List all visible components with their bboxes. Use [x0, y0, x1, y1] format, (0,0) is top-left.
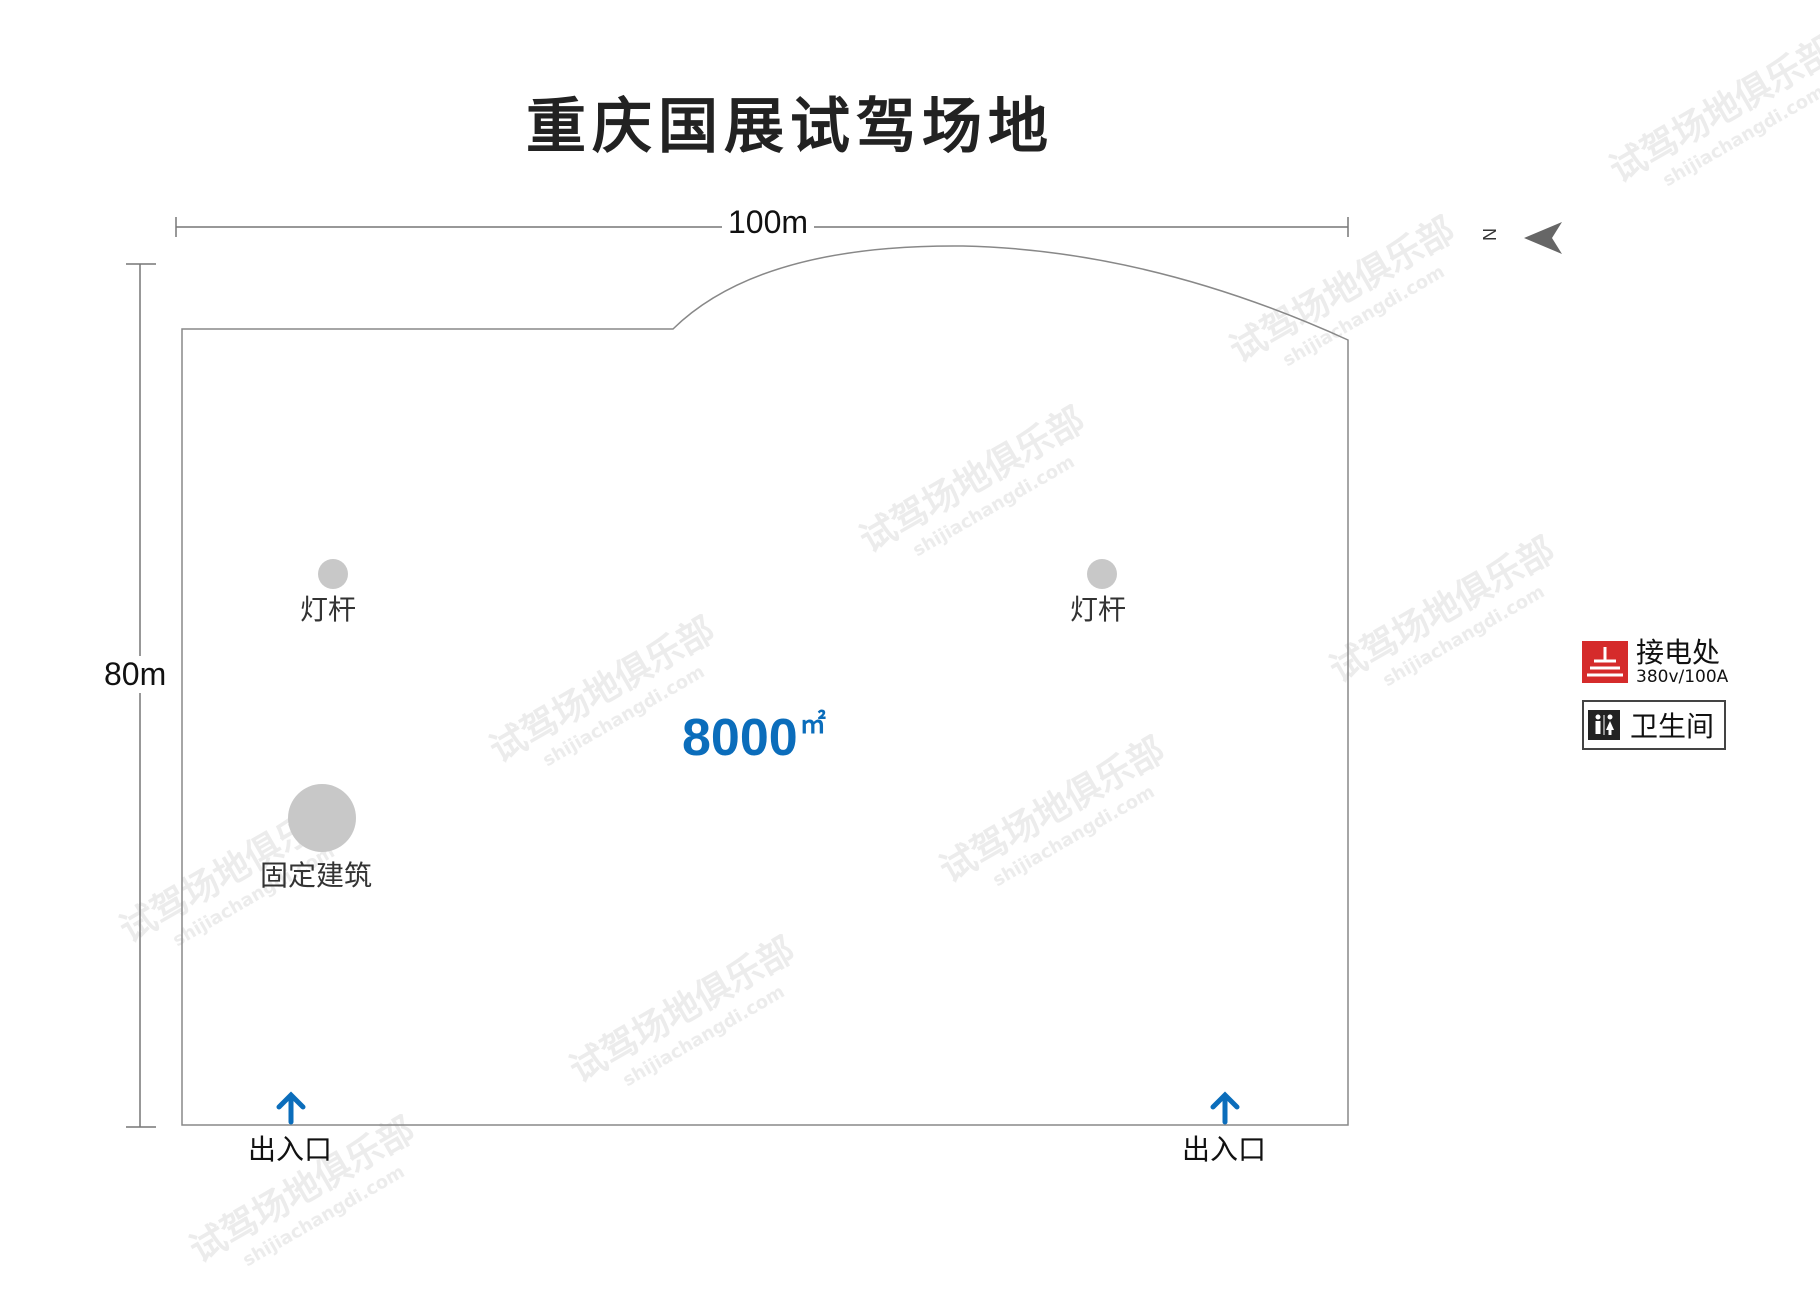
area-label: 8000㎡ — [682, 709, 826, 767]
building-label: 固定建筑 — [260, 859, 373, 892]
legend-restroom: 卫生间 — [1582, 700, 1727, 750]
building-marker — [288, 784, 356, 852]
north-letter: N — [1479, 228, 1499, 241]
exit-arrow-icon — [1210, 1091, 1240, 1125]
power-outlet-icon — [1582, 641, 1628, 683]
light-pole-marker — [1087, 559, 1117, 589]
exit-label: 出入口 — [248, 1133, 333, 1166]
light-pole-label: 灯杆 — [300, 593, 357, 626]
light-pole-label: 灯杆 — [1070, 593, 1127, 626]
restroom-icon — [1588, 710, 1620, 740]
power-label: 接电处 — [1636, 636, 1721, 669]
exit-label: 出入口 — [1182, 1133, 1267, 1166]
power-spec: 380v/100A — [1636, 667, 1729, 687]
width-label: 100m — [722, 204, 815, 241]
exit-arrow-icon — [276, 1091, 306, 1125]
height-label: 80m — [104, 656, 167, 693]
north-arrow-icon — [1524, 222, 1562, 254]
restroom-label: 卫生间 — [1630, 710, 1715, 743]
page-title: 重庆国展试驾场地 — [526, 92, 1054, 162]
site-boundary — [181, 245, 1349, 1126]
legend-power: 接电处 380v/100A — [1582, 638, 1728, 686]
light-pole-marker — [318, 559, 348, 589]
